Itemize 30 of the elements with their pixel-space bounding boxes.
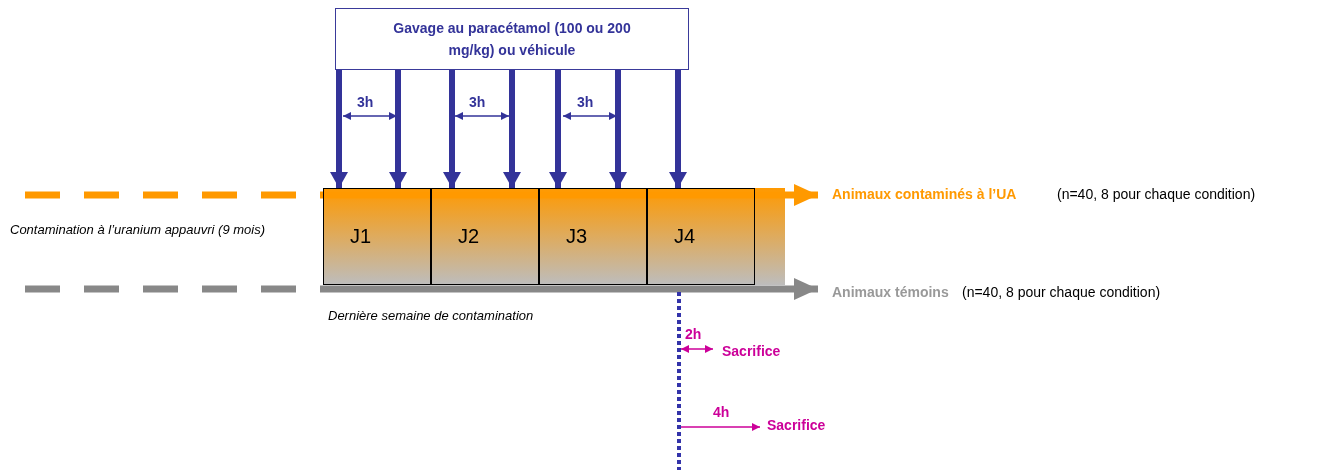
- timeline-note: Dernière semaine de contamination: [328, 307, 534, 324]
- day-box: [647, 188, 755, 285]
- arrow: [389, 70, 407, 188]
- duration-label: 2h: [685, 326, 702, 343]
- day-label: J4: [674, 225, 696, 248]
- day-label: J1: [350, 225, 372, 248]
- group-note: (n=40, 8 pour chaque condition): [962, 284, 1161, 301]
- duration-label: 4h: [713, 404, 730, 421]
- duration-label: 3h: [577, 94, 594, 111]
- event-label: Sacrifice: [722, 343, 781, 360]
- day-box: [539, 188, 647, 285]
- group-note: (n=40, 8 pour chaque condition): [1057, 186, 1256, 203]
- group-label: Animaux contaminés à l’UA: [832, 186, 1017, 203]
- arrow: [330, 70, 348, 188]
- group-label: Animaux témoins: [832, 284, 949, 301]
- event-label: Sacrifice: [767, 417, 826, 434]
- timeline-note: Contamination à l’uranium appauvri (9 mois): [10, 221, 266, 238]
- day-box: [323, 188, 431, 285]
- arrow: [609, 70, 627, 188]
- box-text: Gavage au paracétamol (100 ou 200 mg/kg) ou véhicule: [392, 19, 632, 60]
- arrow: [669, 70, 687, 188]
- day-label: J3: [566, 225, 588, 248]
- arrow: [443, 70, 461, 188]
- arrow: [503, 70, 521, 188]
- day-label: J2: [458, 225, 480, 248]
- arrow: [549, 70, 567, 188]
- process-box: [335, 8, 689, 70]
- duration-label: 3h: [357, 94, 374, 111]
- duration-label: 3h: [469, 94, 486, 111]
- day-box: [431, 188, 539, 285]
